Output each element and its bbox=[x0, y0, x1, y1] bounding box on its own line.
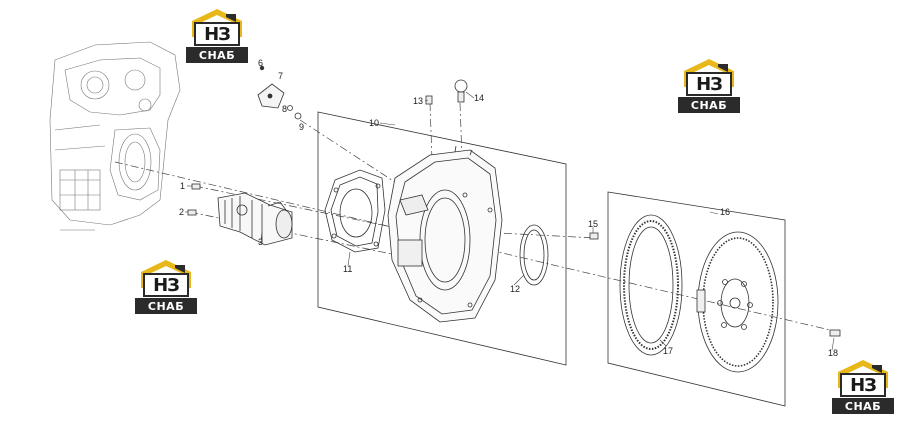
logo-sub: СНАБ bbox=[186, 47, 248, 63]
logo-sub: СНАБ bbox=[832, 398, 894, 414]
callout-14: 14 bbox=[474, 93, 484, 103]
logo-mark: НЗ bbox=[143, 273, 189, 297]
roof-icon bbox=[684, 59, 734, 87]
callout-17: 17 bbox=[663, 346, 673, 356]
watermark-logo: НЗ СНАБ bbox=[832, 358, 894, 416]
callout-1: 1 bbox=[180, 181, 185, 191]
seal-ring-12 bbox=[519, 224, 549, 286]
callout-16: 16 bbox=[720, 207, 730, 217]
callout-15: 15 bbox=[588, 219, 598, 229]
flywheel-housing bbox=[387, 145, 503, 323]
callout-9: 9 bbox=[299, 122, 304, 132]
callout-2: 2 bbox=[179, 207, 184, 217]
flywheel bbox=[696, 231, 779, 373]
watermark-logo: НЗ СНАБ bbox=[678, 57, 740, 115]
callout-10: 10 bbox=[369, 118, 379, 128]
starter-motor bbox=[217, 192, 293, 246]
housing-panel bbox=[317, 111, 567, 366]
roof-icon bbox=[192, 9, 242, 37]
logo-sub: СНАБ bbox=[678, 97, 740, 113]
roof-icon bbox=[141, 260, 191, 288]
callout-13: 13 bbox=[413, 96, 423, 106]
roof-icon bbox=[838, 360, 888, 388]
watermark-logo: НЗ СНАБ bbox=[186, 7, 248, 65]
callout-labels: 1 2 3 6 7 8 9 10 11 12 13 14 15 16 17 18 bbox=[179, 58, 838, 358]
ring-gear bbox=[619, 214, 683, 356]
callout-12: 12 bbox=[510, 284, 520, 294]
gasket-11 bbox=[324, 169, 386, 253]
callout-18: 18 bbox=[828, 348, 838, 358]
callout-8: 8 bbox=[282, 104, 287, 114]
callout-3: 3 bbox=[258, 237, 263, 247]
logo-mark: НЗ bbox=[686, 72, 732, 96]
watermark-logo: НЗ СНАБ bbox=[135, 258, 197, 316]
callout-11: 11 bbox=[343, 264, 352, 274]
logo-mark: НЗ bbox=[194, 22, 240, 46]
callout-7: 7 bbox=[278, 71, 283, 81]
flywheel-panel bbox=[607, 191, 786, 407]
engine-block bbox=[49, 41, 181, 231]
logo-sub: СНАБ bbox=[135, 298, 197, 314]
logo-mark: НЗ bbox=[840, 373, 886, 397]
callout-6: 6 bbox=[258, 58, 263, 68]
